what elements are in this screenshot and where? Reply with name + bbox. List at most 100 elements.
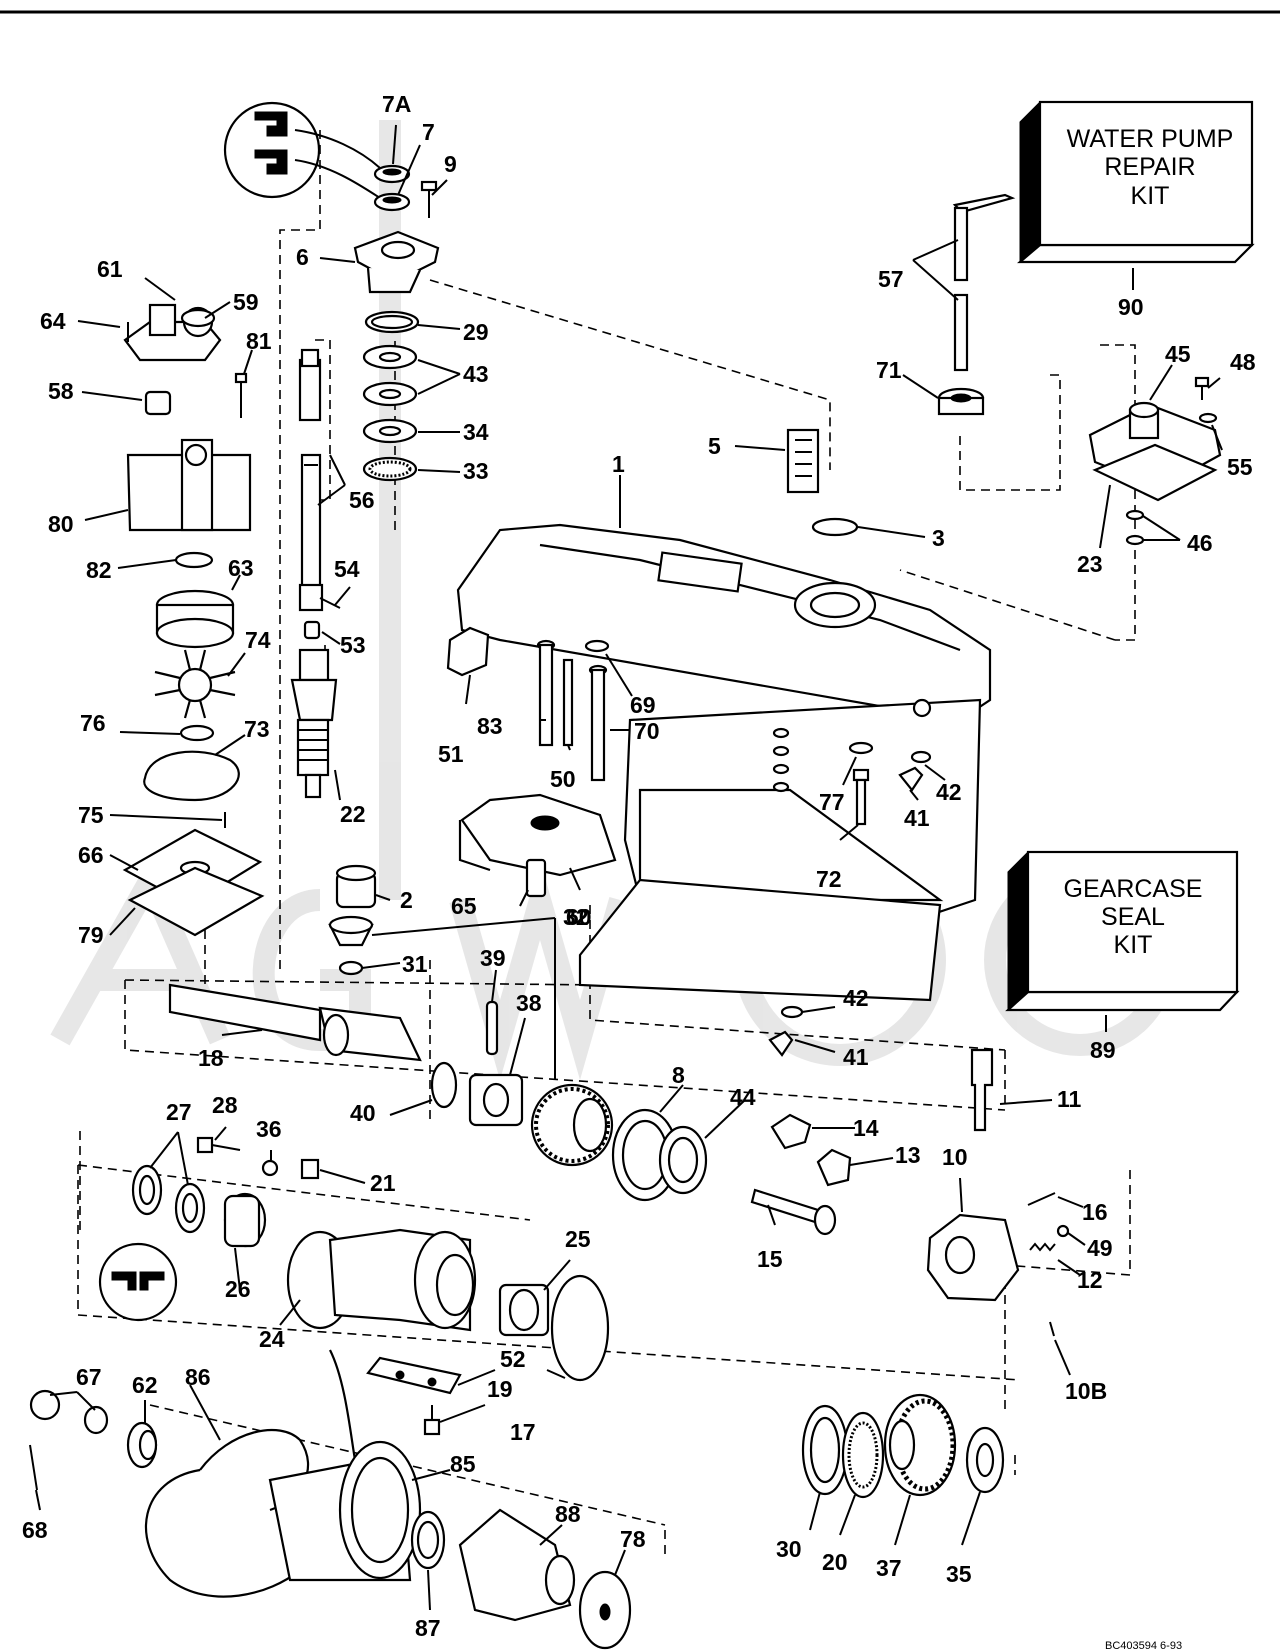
callout-8: 8 xyxy=(672,1062,685,1088)
callout-21: 21 xyxy=(370,1170,396,1196)
fitting-41b xyxy=(768,1030,794,1057)
callout-51: 51 xyxy=(438,741,464,767)
callout-12: 12 xyxy=(1077,1267,1103,1293)
callout-44: 44 xyxy=(730,1084,756,1110)
callout-52: 52 xyxy=(500,1346,526,1372)
spacer-62 xyxy=(126,1421,158,1469)
washers-43 xyxy=(362,344,418,407)
callout-79: 79 xyxy=(78,922,104,948)
callout-49: 49 xyxy=(1087,1235,1113,1261)
clutch-dog-38 xyxy=(468,1073,524,1127)
callout-18: 18 xyxy=(198,1045,224,1071)
callout-43: 43 xyxy=(463,361,489,387)
callout-42-lower: 42 xyxy=(843,985,869,1011)
screw-9 xyxy=(420,180,438,218)
callout-86: 86 xyxy=(185,1364,211,1390)
pin-16 xyxy=(1027,1192,1056,1206)
callout-55: 55 xyxy=(1227,454,1253,480)
anode-51 xyxy=(446,626,490,677)
impeller-cup-63 xyxy=(155,589,235,649)
thrust-bearing-20 xyxy=(841,1411,885,1499)
callout-68: 68 xyxy=(22,1517,48,1543)
bearing-2 xyxy=(335,864,377,909)
callout-61: 61 xyxy=(97,256,123,282)
kit-water-pump-line2: REPAIR xyxy=(1104,153,1195,181)
kit-gearcase-number: 89 xyxy=(1090,1037,1116,1063)
bolt-70 xyxy=(588,664,608,782)
callout-58: 58 xyxy=(48,378,74,404)
shift-housing-10 xyxy=(926,1213,1020,1302)
washer-42a xyxy=(910,750,932,764)
callout-24: 24 xyxy=(259,1326,285,1352)
callout-17: 17 xyxy=(510,1419,536,1445)
pinion-gear-32 xyxy=(328,915,374,947)
small-screws xyxy=(772,727,790,793)
seals-27 xyxy=(131,1164,206,1234)
callout-72: 72 xyxy=(816,866,842,892)
callout-7: 7 xyxy=(422,119,435,145)
callout-69: 69 xyxy=(630,692,656,718)
kit-gearcase-line3: KIT xyxy=(1114,931,1153,959)
bolt-28 xyxy=(196,1136,241,1154)
callout-75: 75 xyxy=(78,802,104,828)
washer-46a xyxy=(1125,509,1145,521)
gasket-23 xyxy=(1092,443,1218,502)
shift-shaft-15 xyxy=(750,1188,837,1236)
callout-1: 1 xyxy=(612,451,625,477)
nut-31 xyxy=(338,960,364,976)
screw-72 xyxy=(852,768,870,826)
callout-25: 25 xyxy=(565,1226,591,1252)
kit-water-pump-line3: KIT xyxy=(1131,182,1170,210)
callout-40: 40 xyxy=(350,1100,376,1126)
bolt-83 xyxy=(536,639,556,747)
callout-66: 66 xyxy=(78,842,104,868)
callout-5: 5 xyxy=(708,433,721,459)
shift-rod-11 xyxy=(970,1048,994,1132)
callout-42-upper: 42 xyxy=(936,779,962,805)
reverse-gear-37 xyxy=(883,1393,957,1497)
pin-39 xyxy=(485,1000,499,1056)
lever-14 xyxy=(770,1113,812,1150)
hub-85 xyxy=(338,1440,422,1580)
callout-16: 16 xyxy=(1082,1199,1108,1225)
callout-10: 10 xyxy=(942,1144,968,1170)
gearcase-seal-kit: GEARCASE SEAL KIT 89 xyxy=(1005,850,1240,1063)
callout-15: 15 xyxy=(757,1246,783,1272)
callout-74: 74 xyxy=(245,627,271,653)
drive-shaft-56 xyxy=(298,348,324,612)
callout-32: 32 xyxy=(563,904,589,930)
callout-23: 23 xyxy=(1077,551,1103,577)
callout-labels: 7A 7 9 6 61 59 64 81 58 29 43 34 33 56 8… xyxy=(22,91,1256,1641)
key-21 xyxy=(300,1158,320,1180)
screw-19 xyxy=(423,1405,441,1436)
callout-76: 76 xyxy=(80,710,106,736)
callout-71: 71 xyxy=(876,357,902,383)
shim-30 xyxy=(801,1404,849,1496)
callout-56: 56 xyxy=(349,487,375,513)
washer-77 xyxy=(848,741,874,755)
callout-82: 82 xyxy=(86,557,112,583)
gasket-79 xyxy=(127,866,265,937)
cradle-13 xyxy=(816,1148,852,1187)
forward-gear xyxy=(530,1083,614,1167)
callout-19: 19 xyxy=(487,1376,513,1402)
callout-77: 77 xyxy=(819,789,845,815)
washer-34 xyxy=(362,418,418,444)
cotter-pin-68 xyxy=(29,1444,38,1491)
washer-78 xyxy=(578,1570,632,1650)
screw-48 xyxy=(1194,376,1210,400)
callout-73: 73 xyxy=(244,716,270,742)
liner-58 xyxy=(144,390,172,416)
callout-53: 53 xyxy=(340,632,366,658)
callout-41-lower: 41 xyxy=(843,1044,869,1070)
leader-lines xyxy=(35,124,1223,1611)
pin-54 xyxy=(319,597,341,609)
callout-45: 45 xyxy=(1165,341,1191,367)
callout-9: 9 xyxy=(444,151,457,177)
callout-59: 59 xyxy=(233,289,259,315)
callout-3: 3 xyxy=(932,525,945,551)
callout-65: 65 xyxy=(451,893,477,919)
callout-33: 33 xyxy=(463,458,489,484)
callout-60: 60 xyxy=(566,904,592,930)
kit-gearcase-line1: GEARCASE xyxy=(1064,875,1203,903)
